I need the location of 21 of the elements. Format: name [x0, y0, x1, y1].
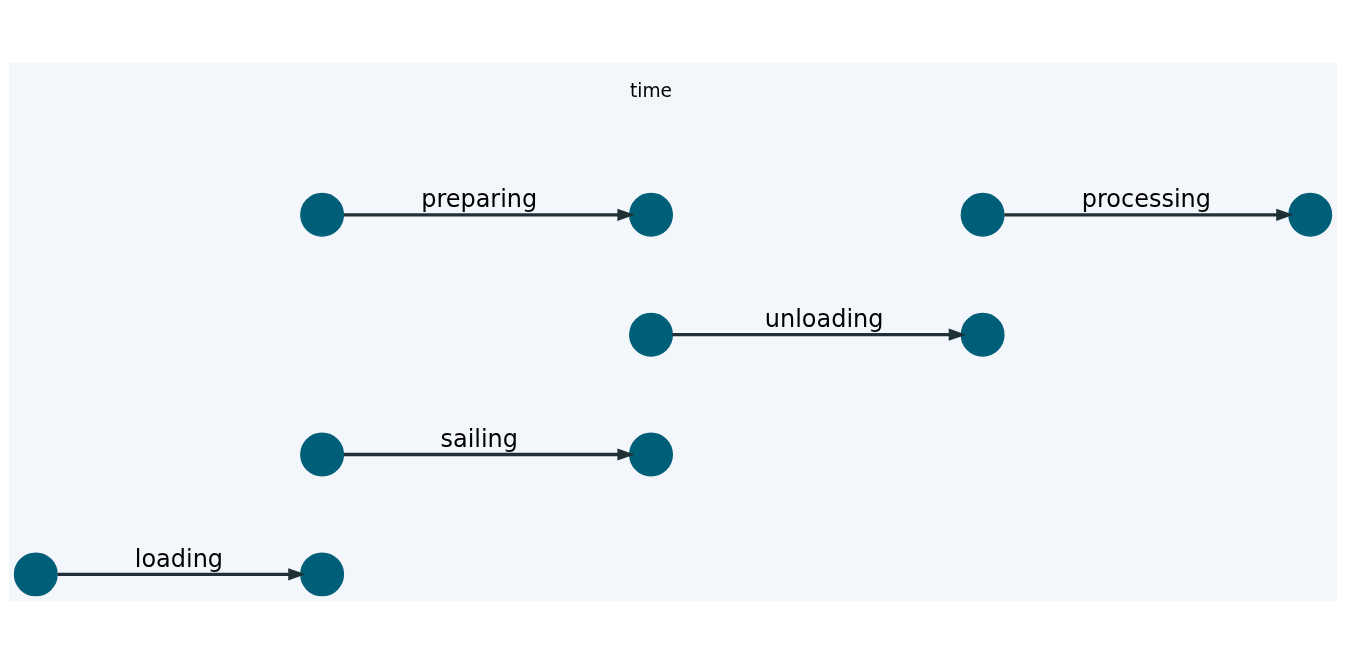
node-circle	[300, 552, 345, 597]
arrow	[343, 448, 635, 461]
arrow	[57, 568, 306, 581]
node-circle	[960, 192, 1005, 237]
node-circle	[13, 552, 58, 597]
arrow	[1004, 208, 1294, 221]
arrow	[672, 328, 967, 341]
arrow	[343, 208, 635, 221]
edge-label: unloading	[764, 305, 884, 334]
node-circle	[1288, 192, 1333, 237]
edge-label: sailing	[440, 425, 519, 454]
edge-label: processing	[1081, 185, 1211, 214]
node-circle	[300, 432, 345, 477]
node-circle	[629, 432, 673, 477]
node-circle	[629, 312, 673, 357]
node-circle	[960, 312, 1005, 357]
node-circle	[629, 192, 673, 237]
edge-label: loading	[134, 544, 224, 573]
node-circle	[300, 192, 345, 237]
edge-label: preparing	[421, 185, 538, 214]
label: time	[629, 80, 673, 102]
